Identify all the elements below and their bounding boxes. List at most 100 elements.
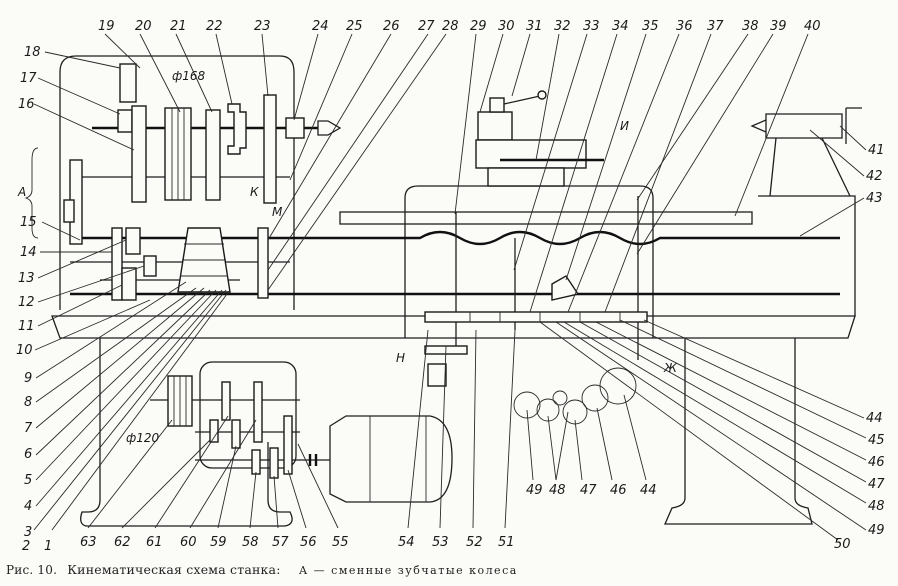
- callout-5: 5: [24, 473, 32, 488]
- callout-32: 32: [554, 19, 571, 34]
- callout-56: 56: [300, 535, 317, 550]
- tool-post-handle: [503, 95, 541, 105]
- gear-57: [269, 447, 279, 479]
- gear-21: [205, 109, 221, 201]
- callout-61: 61: [146, 535, 163, 550]
- callout-53: 53: [432, 535, 449, 550]
- bottom-leaders: [87, 329, 516, 529]
- tool-post: [477, 111, 513, 141]
- callout-51: 51: [498, 535, 515, 550]
- callout-21: 21: [170, 19, 187, 34]
- callout-23: 23: [254, 19, 271, 34]
- callout-54: 54: [398, 535, 415, 550]
- gear-16: [131, 105, 147, 203]
- callout-58: 58: [242, 535, 259, 550]
- bearing-24: [285, 117, 305, 139]
- gear-19: [119, 63, 137, 103]
- lead-screw: [70, 230, 840, 246]
- callout-31: 31: [526, 19, 543, 34]
- callout-25: 25: [346, 19, 363, 34]
- callout-35: 35: [642, 19, 659, 34]
- label-a: А: [17, 185, 26, 199]
- bracket-a: [24, 147, 39, 239]
- callout-34: 34: [612, 19, 629, 34]
- gear-13: [125, 227, 141, 255]
- tailstock-center: [750, 119, 767, 133]
- gear-11: [121, 267, 137, 301]
- gear-60: [253, 381, 263, 443]
- callout-52: 52: [466, 535, 483, 550]
- callout-59: 59: [210, 535, 227, 550]
- gear-23: [263, 94, 277, 204]
- figure-caption: Рис. 10. Кинематическая схема станка: А …: [6, 562, 518, 577]
- rack: [339, 211, 753, 225]
- spindle-center: [317, 120, 342, 136]
- bevel-gear-35: [551, 275, 580, 301]
- figure-title: Кинематическая схема станка:: [67, 562, 281, 577]
- callout-63: 63: [80, 535, 97, 550]
- callout-28: 28: [442, 19, 459, 34]
- train-callout-48: 48: [549, 483, 566, 498]
- change-gear-48b: [552, 390, 568, 406]
- right-pedestal: [664, 338, 813, 525]
- callout-49: 49: [868, 523, 885, 538]
- gear-14: [111, 227, 123, 301]
- gear-12: [143, 255, 157, 277]
- apron-gear-row: [424, 311, 648, 323]
- left-leaders: [33, 51, 231, 531]
- callout-62: 62: [114, 535, 131, 550]
- callout-18: 18: [24, 45, 41, 60]
- handwheel-n: [427, 363, 447, 387]
- callout-27: 27: [418, 19, 435, 34]
- callout-24: 24: [312, 19, 329, 34]
- change-gear-48a: [536, 398, 560, 422]
- callout-44: 44: [866, 411, 883, 426]
- gear-56: [283, 415, 293, 475]
- change-gear-47: [562, 399, 588, 425]
- callout-6: 6: [24, 447, 32, 462]
- callout-13: 13: [18, 271, 35, 286]
- callout-48: 48: [868, 499, 885, 514]
- gear-59: [231, 419, 241, 449]
- tool-post-top: [489, 97, 505, 113]
- callout-36: 36: [676, 19, 693, 34]
- dim-pulley-168: ф168: [172, 69, 206, 83]
- label-m: М: [272, 205, 283, 219]
- callout-14: 14: [20, 245, 37, 260]
- callout-38: 38: [742, 19, 759, 34]
- label-k: К: [250, 185, 259, 199]
- callout-42: 42: [866, 169, 883, 184]
- headstock-housing: [59, 55, 295, 310]
- callout-37: 37: [707, 19, 724, 34]
- train-callout-46: 46: [610, 483, 627, 498]
- change-gear-46: [581, 384, 609, 412]
- carriage-base: [487, 167, 565, 187]
- callout-26: 26: [383, 19, 400, 34]
- callout-39: 39: [770, 19, 787, 34]
- callout-3: 3: [24, 525, 32, 540]
- callout-47: 47: [868, 477, 885, 492]
- label-i: И: [620, 119, 629, 133]
- callout-57: 57: [272, 535, 289, 550]
- change-gear-a2: [63, 199, 75, 223]
- callout-43: 43: [866, 191, 883, 206]
- callout-17: 17: [20, 71, 37, 86]
- gear-58: [251, 449, 261, 475]
- callout-15: 15: [20, 215, 37, 230]
- clutch-22: [227, 103, 247, 155]
- tool-post-handle-knob: [537, 90, 547, 100]
- callout-16: 16: [18, 97, 35, 112]
- gearbox-housing: [199, 361, 297, 469]
- train-callout-49: 49: [526, 483, 543, 498]
- callout-20: 20: [135, 19, 152, 34]
- label-zh: Ж: [663, 361, 678, 375]
- callout-60: 60: [180, 535, 197, 550]
- change-gear-49: [513, 391, 541, 419]
- change-gear-44: [599, 367, 637, 405]
- callout-29: 29: [470, 19, 487, 34]
- callout-10: 10: [16, 343, 33, 358]
- top-leaders: [104, 33, 809, 313]
- callout-11: 11: [18, 319, 35, 334]
- figure-note: А — сменные зубчатые колеса: [299, 564, 518, 577]
- note-letter: А: [298, 564, 309, 577]
